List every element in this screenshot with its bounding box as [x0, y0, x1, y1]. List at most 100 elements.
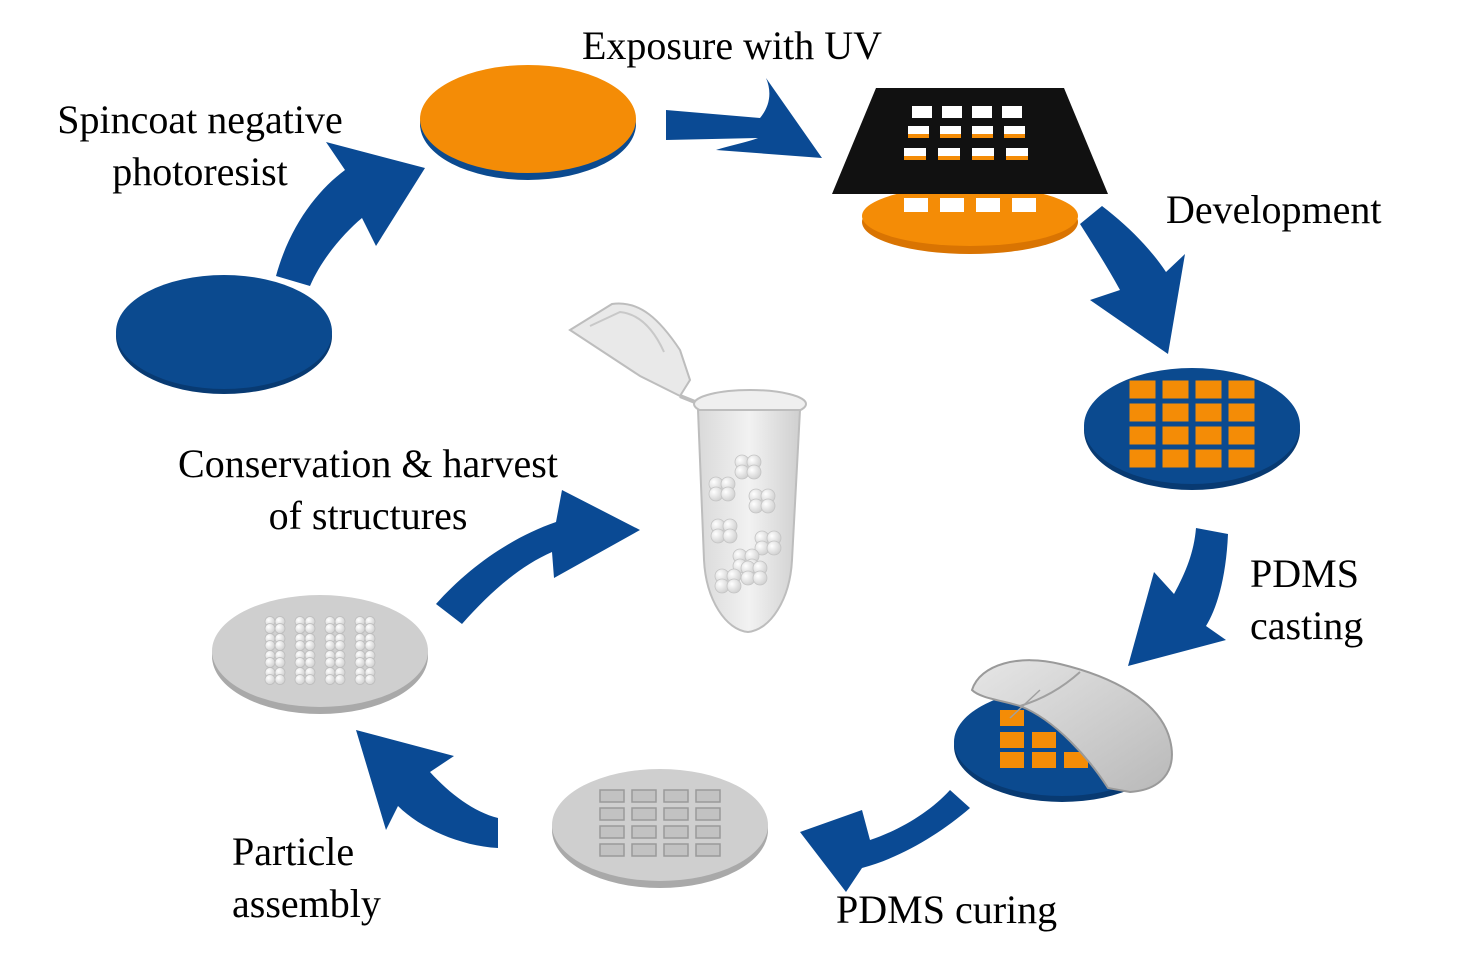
label-spincoat-line-2: photoresist: [112, 149, 288, 194]
pdms-well: [631, 807, 657, 821]
particle-bead: [364, 640, 376, 651]
developed-wafer: [1084, 368, 1300, 490]
arrow-spincoat: [276, 142, 425, 286]
label-development: Development: [1166, 184, 1382, 236]
mask-opening-orange-glimpse: [972, 156, 994, 160]
pdms-well: [599, 843, 625, 857]
photoresist-square: [1000, 752, 1024, 768]
label-development-line-1: Development: [1166, 187, 1382, 232]
photoresist-square: [1195, 449, 1222, 468]
particle-bead: [364, 623, 376, 634]
photoresist-square: [1000, 710, 1024, 726]
particle-bead: [722, 528, 738, 544]
particle-bead: [324, 674, 336, 685]
photoresist-square: [1195, 426, 1222, 445]
particle-bead: [264, 657, 276, 668]
mask-opening: [972, 106, 992, 118]
arrow-conservation: [436, 490, 640, 624]
label-pdms-curing-line-1: PDMS curing: [836, 887, 1058, 932]
arrow-pdms-casting: [1128, 528, 1228, 666]
label-spincoat: Spincoat negative photoresist: [30, 94, 370, 198]
particle-bead: [264, 674, 276, 685]
particle-bead: [334, 623, 346, 634]
pdms-well: [663, 807, 689, 821]
harvested-particle-clusters: [708, 454, 782, 594]
mask-opening-orange-glimpse: [938, 156, 960, 160]
mask-opening-orange-glimpse: [1006, 156, 1028, 160]
mask-opening-orange-glimpse: [1004, 134, 1025, 138]
photoresist-square: [1000, 732, 1024, 748]
particle-bead: [294, 657, 306, 668]
particle-bead: [726, 578, 742, 594]
particle-bead: [760, 498, 776, 514]
photoresist-square: [1228, 380, 1255, 399]
spincoated-wafer: [420, 65, 636, 180]
particle-bead: [354, 623, 366, 634]
particle-bead: [304, 623, 316, 634]
mask-opening: [912, 106, 932, 118]
label-conservation-line-1: Conservation & harvest: [178, 441, 558, 486]
label-pdms-casting-line-1: PDMS: [1250, 551, 1359, 596]
pdms-casting-wafer: [954, 659, 1173, 802]
particle-bead: [746, 464, 762, 480]
label-particle-assembly-line-1: Particle: [232, 829, 355, 874]
pdms-well: [599, 789, 625, 803]
particle-bead: [294, 640, 306, 651]
pdms-well: [663, 789, 689, 803]
label-particle-assembly-line-2: assembly: [232, 881, 381, 926]
particle-bead: [720, 486, 736, 502]
photoresist-square: [1228, 426, 1255, 445]
particle-bead: [274, 674, 286, 685]
label-pdms-curing: PDMS curing: [836, 884, 1057, 936]
exposure-setup: [832, 88, 1108, 254]
exposed-squares-below: [904, 198, 1036, 212]
photoresist-square: [1228, 403, 1255, 422]
pdms-well: [663, 843, 689, 857]
mask-opening: [1002, 106, 1022, 118]
pdms-well: [599, 807, 625, 821]
pdms-well: [695, 825, 721, 839]
particle-bead: [334, 674, 346, 685]
mask-opening-orange-glimpse: [908, 134, 929, 138]
label-spincoat-line-1: Spincoat negative: [57, 97, 343, 142]
particle-bead: [304, 657, 316, 668]
mask-opening-orange-glimpse: [940, 134, 961, 138]
cycle-arrows: [276, 78, 1228, 892]
particle-bead: [264, 623, 276, 634]
photoresist-square: [1129, 426, 1156, 445]
particle-bead: [294, 623, 306, 634]
label-particle-assembly: Particle assembly: [232, 826, 381, 930]
photoresist-square: [1195, 403, 1222, 422]
label-conservation-line-2: of structures: [268, 493, 468, 538]
pdms-well: [599, 825, 625, 839]
photomask: [832, 88, 1108, 194]
label-exposure-line-1: Exposure with UV: [582, 23, 882, 68]
label-conservation: Conservation & harvest of structures: [148, 438, 588, 542]
mask-opening-orange-glimpse: [904, 156, 926, 160]
pdms-well: [695, 843, 721, 857]
arrow-particle-assembly: [356, 730, 498, 848]
photoresist-square: [1162, 426, 1189, 445]
label-exposure: Exposure with UV: [582, 20, 882, 72]
photoresist-square: [1228, 449, 1255, 468]
particle-bead: [766, 540, 782, 556]
exposed-square: [904, 198, 928, 212]
exposed-square: [1012, 198, 1036, 212]
particle-bead: [324, 657, 336, 668]
mask-opening: [942, 106, 962, 118]
particle-bead: [294, 674, 306, 685]
particle-bead: [334, 657, 346, 668]
photoresist-structures-under-pdms: [1000, 710, 1088, 768]
particle-bead: [324, 640, 336, 651]
label-pdms-casting-line-2: casting: [1250, 603, 1364, 648]
photoresist-square: [1162, 380, 1189, 399]
pdms-well: [695, 789, 721, 803]
pdms-well: [631, 825, 657, 839]
pdms-mold: [552, 769, 768, 888]
label-pdms-casting: PDMS casting: [1250, 548, 1363, 652]
photoresist-structures: [1129, 380, 1255, 468]
particle-bead: [274, 640, 286, 651]
photoresist-square: [1032, 732, 1056, 748]
